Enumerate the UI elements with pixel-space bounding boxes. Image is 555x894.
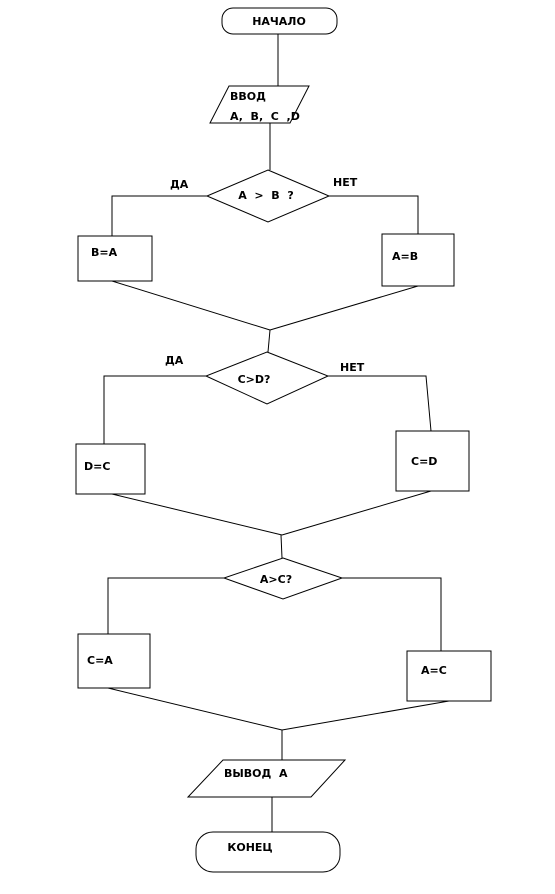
output-label: ВЫВОД А bbox=[224, 767, 288, 780]
connector-decision2-no bbox=[328, 375, 432, 432]
decision2-no-label: НЕТ bbox=[340, 361, 365, 374]
process-a-eq-c-label: A=C bbox=[421, 664, 447, 677]
connector-decision3-no bbox=[342, 577, 442, 651]
input-label-line1: ВВОД bbox=[230, 90, 266, 103]
process-b-eq-a: B=A bbox=[77, 235, 153, 282]
process-a-eq-b: A=B bbox=[381, 233, 455, 287]
decision1-yes-label: ДА bbox=[170, 178, 189, 191]
start-label: НАЧАЛО bbox=[252, 15, 306, 28]
process-c-eq-a: C=A bbox=[77, 633, 151, 689]
decision-c-gt-d: C>D? bbox=[204, 351, 330, 405]
input-label-line2: A, B, C ,D bbox=[230, 110, 300, 123]
decision-a-gt-c: A>C? bbox=[222, 557, 344, 600]
connector-decision1-no bbox=[329, 195, 419, 234]
connector-dc-merge bbox=[111, 493, 283, 536]
output-block: ВЫВОД А bbox=[186, 759, 347, 798]
connector-decision2-yes bbox=[103, 375, 206, 444]
process-c-eq-a-label: C=A bbox=[87, 654, 113, 667]
connector-ac-merge bbox=[281, 700, 450, 731]
connector-ba-merge bbox=[111, 280, 271, 331]
connector-lines bbox=[103, 34, 450, 832]
process-c-eq-d: C=D bbox=[395, 430, 470, 492]
connector-ca-merge bbox=[107, 687, 283, 731]
end-terminator: КОНЕЦ bbox=[195, 831, 341, 873]
process-d-eq-c: D=C bbox=[75, 443, 146, 495]
connector-cd-merge bbox=[281, 490, 432, 536]
process-b-eq-a-label: B=A bbox=[91, 246, 118, 259]
process-a-eq-b-label: A=B bbox=[392, 250, 418, 263]
input-block: ВВОД A, B, C ,D bbox=[209, 85, 310, 124]
connector-decision1-yes bbox=[111, 195, 207, 236]
connector-ab-merge bbox=[269, 285, 419, 331]
decision-a-gt-b: A > B ? bbox=[205, 169, 331, 223]
end-label: КОНЕЦ bbox=[227, 841, 272, 854]
start-terminator: НАЧАЛО bbox=[221, 7, 338, 35]
process-a-eq-c: A=C bbox=[406, 650, 492, 702]
decision2-yes-label: ДА bbox=[165, 354, 184, 367]
connector-merge-decision3 bbox=[280, 534, 283, 559]
process-d-eq-c-label: D=C bbox=[84, 460, 110, 473]
connector-merge-decision2 bbox=[267, 329, 271, 353]
decision1-no-label: НЕТ bbox=[333, 176, 358, 189]
process-c-eq-d-label: C=D bbox=[411, 455, 437, 468]
decision2-label: C>D? bbox=[238, 373, 271, 386]
decision1-label: A > B ? bbox=[238, 189, 293, 202]
connector-decision3-yes bbox=[107, 577, 224, 634]
decision3-label: A>C? bbox=[260, 573, 292, 586]
